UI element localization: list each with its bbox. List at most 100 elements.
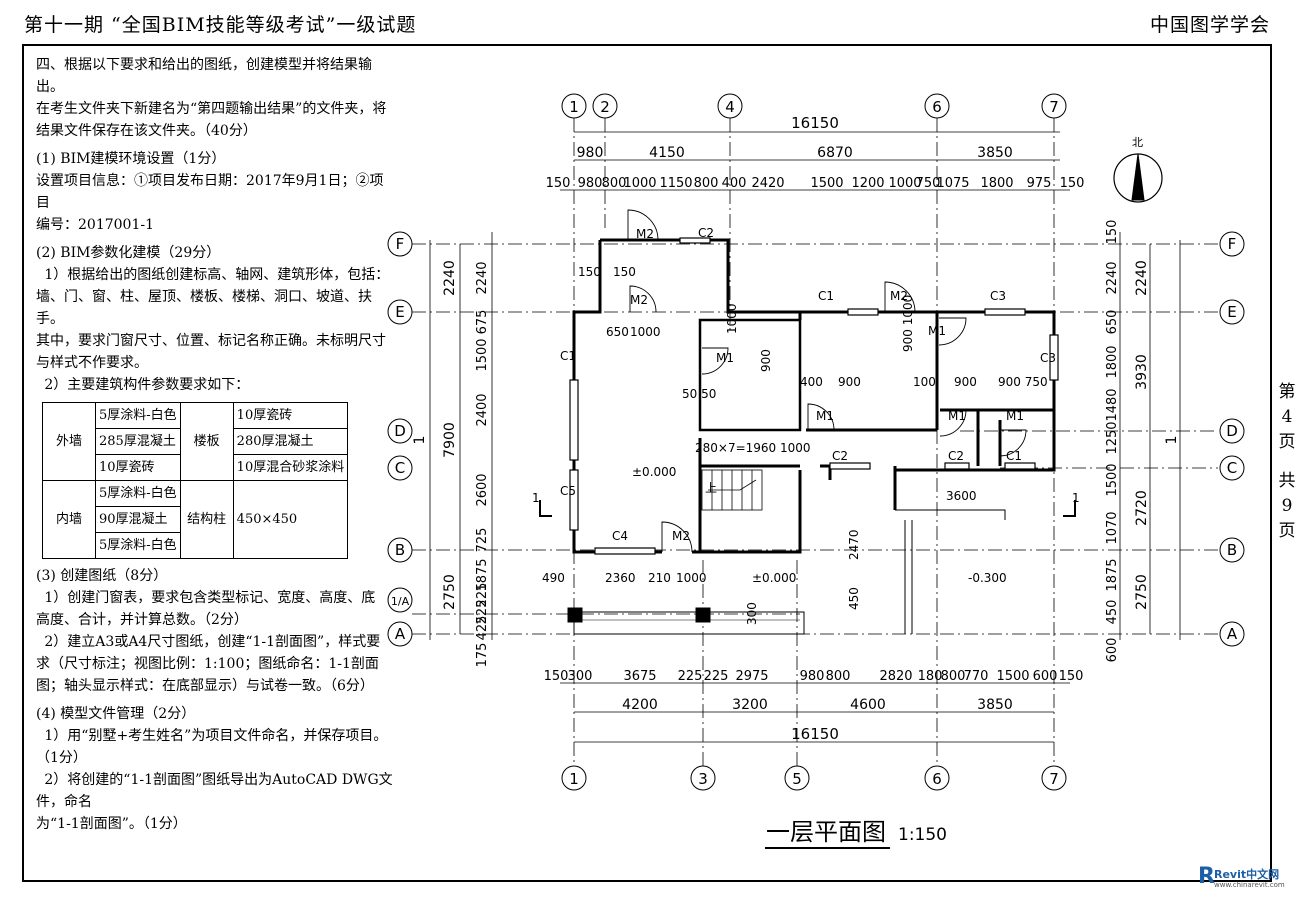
axis-label: C: [1227, 459, 1237, 477]
axis-bubble: [1041, 765, 1067, 791]
watermark-logo: R Revit中文网 www.chinarevit.com: [1198, 862, 1302, 892]
dimension-text: 150: [546, 176, 571, 191]
page-char: 页: [1278, 521, 1296, 541]
section-line: 编号：2017001-1: [36, 217, 154, 233]
plan-tag: 1000: [630, 325, 661, 339]
column-label: 结构柱: [179, 480, 234, 559]
header-organization: 中国图学学会: [1149, 14, 1270, 36]
plan-tag: 150: [578, 265, 601, 279]
plan-tag: C1: [560, 349, 576, 363]
dimension-text: 400: [722, 176, 747, 191]
dimension-text: 180: [918, 669, 943, 684]
plan-tag: M2: [672, 529, 690, 543]
plan-tag: M1: [1006, 409, 1024, 423]
section-line: 2）建立A3或A4尺寸图纸，创建“1-1剖面图”，样式要: [44, 634, 381, 650]
page-char: 页: [1278, 432, 1296, 452]
outer-wall-label: 外墙: [42, 402, 96, 481]
axis-bubble: [387, 299, 413, 325]
dimension-text: 1075: [936, 176, 969, 191]
dimension-text: 225: [704, 669, 729, 684]
plan-tag: 1000: [780, 441, 811, 455]
dimension-text: 4200: [622, 697, 658, 713]
plan-tag: 1: [1072, 491, 1080, 505]
dimension-text: 980: [578, 176, 603, 191]
plan-tag: M1: [948, 409, 966, 423]
dimension-text: 3675: [623, 669, 656, 684]
dimension-text: 225: [475, 600, 490, 625]
axis-label: B: [1227, 541, 1237, 559]
dimension-text: 2420: [751, 176, 784, 191]
page-number: 第 4 页 共 9 页: [1276, 380, 1298, 544]
column-value: 450×450: [232, 480, 349, 559]
dimension-text: 175: [475, 643, 490, 668]
axis-bubble: [387, 537, 413, 563]
axis-bubble: [387, 418, 413, 444]
dimension-text: 1500: [475, 338, 490, 371]
plan-tag: C2: [948, 449, 964, 463]
axis-label: 7: [1049, 98, 1059, 116]
dimension-text: 1: [1164, 436, 1180, 445]
plan-tag: ±0.000: [752, 571, 796, 585]
axis-bubble: [387, 455, 413, 481]
dimension-text: 2750: [1134, 574, 1150, 610]
plan-tag: 900 1000: [901, 295, 915, 352]
axis-label: 6: [932, 770, 942, 788]
section-line: 1）创建门窗表，要求包含类型标记、宽度、高度、底: [44, 590, 376, 606]
plan-tag: ±0.000: [632, 465, 676, 479]
plan-tag: 280×7=1960: [695, 441, 776, 455]
plan-tag: C3: [1040, 351, 1056, 365]
axis-label: 1: [569, 98, 579, 116]
dimension-text: 1250: [1105, 421, 1120, 454]
spec-cell: 5厚涂料-白色: [95, 532, 181, 559]
dimension-text: 4600: [850, 697, 886, 713]
plan-tag: M1: [716, 351, 734, 365]
section-line: 设置项目信息：①项目发布日期：2017年9月1日；②项目: [36, 173, 384, 211]
dimension-text: 450: [1105, 600, 1120, 625]
dimension-text: 2820: [879, 669, 912, 684]
axis-bubble: [387, 231, 413, 257]
dimension-text: 600: [1105, 638, 1120, 663]
plan-tag: -0.300: [968, 571, 1007, 585]
axis-bubble: [387, 587, 413, 613]
plan-tag: C2: [832, 449, 848, 463]
plan-tag: 100: [913, 375, 936, 389]
section-title: (2) BIM参数化建模（29分）: [36, 245, 221, 261]
plan-tag: M1: [928, 324, 946, 338]
dimension-text: 16150: [791, 725, 839, 743]
plan-tag: 上: [705, 481, 717, 495]
dimension-text: 1500: [810, 176, 843, 191]
dimension-text: 150: [1105, 220, 1120, 245]
section-title: (4) 模型文件管理（2分）: [36, 706, 196, 722]
dimension-text: 16150: [791, 114, 839, 132]
section-line: 1）用“别墅+考生姓名”为项目文件命名，并保存项目。（1分）: [36, 728, 388, 766]
plan-tag: 1000: [676, 571, 707, 585]
axis-label: C: [395, 459, 405, 477]
plan-tag: M2: [636, 227, 654, 241]
dimension-text: 980: [800, 669, 825, 684]
component-spec-table: 外墙 5厚涂料-白色 楼板 10厚瓷砖 285厚混凝土 280厚混凝土 10厚瓷…: [42, 402, 349, 559]
plan-tag: 900 750: [998, 375, 1048, 389]
dimension-text: 2240: [1134, 260, 1150, 296]
axis-bubble: [784, 765, 810, 791]
dimension-text: 1875: [1105, 558, 1120, 591]
section-line: 其中，要求门窗尺寸、位置、标记名称正确。未标明尺寸: [36, 333, 386, 349]
axis-label: 1/A: [391, 595, 410, 608]
spec-cell: 10厚瓷砖: [232, 402, 349, 429]
dimension-text: 225: [678, 669, 703, 684]
axis-label: 2: [600, 98, 610, 116]
spec-cell: 285厚混凝土: [95, 428, 181, 455]
dimension-text: 1500: [996, 669, 1029, 684]
axis-bubble: [924, 765, 950, 791]
plan-tag: 2360: [605, 571, 636, 585]
axis-label: 3: [698, 770, 708, 788]
plan-tag: 150: [613, 265, 636, 279]
axis-label: A: [1227, 625, 1238, 643]
dimension-text: 2975: [735, 669, 768, 684]
plan-tag: C1: [818, 289, 834, 303]
axis-bubble: [561, 93, 587, 119]
plan-tag: 490: [542, 571, 565, 585]
section-line: 墙、门、窗、柱、屋顶、楼板、楼梯、洞口、坡道、扶手。: [36, 289, 372, 327]
dimension-text: 1800: [1105, 345, 1120, 378]
axis-label: D: [394, 422, 406, 440]
watermark-name: Revit中文网: [1214, 868, 1280, 881]
